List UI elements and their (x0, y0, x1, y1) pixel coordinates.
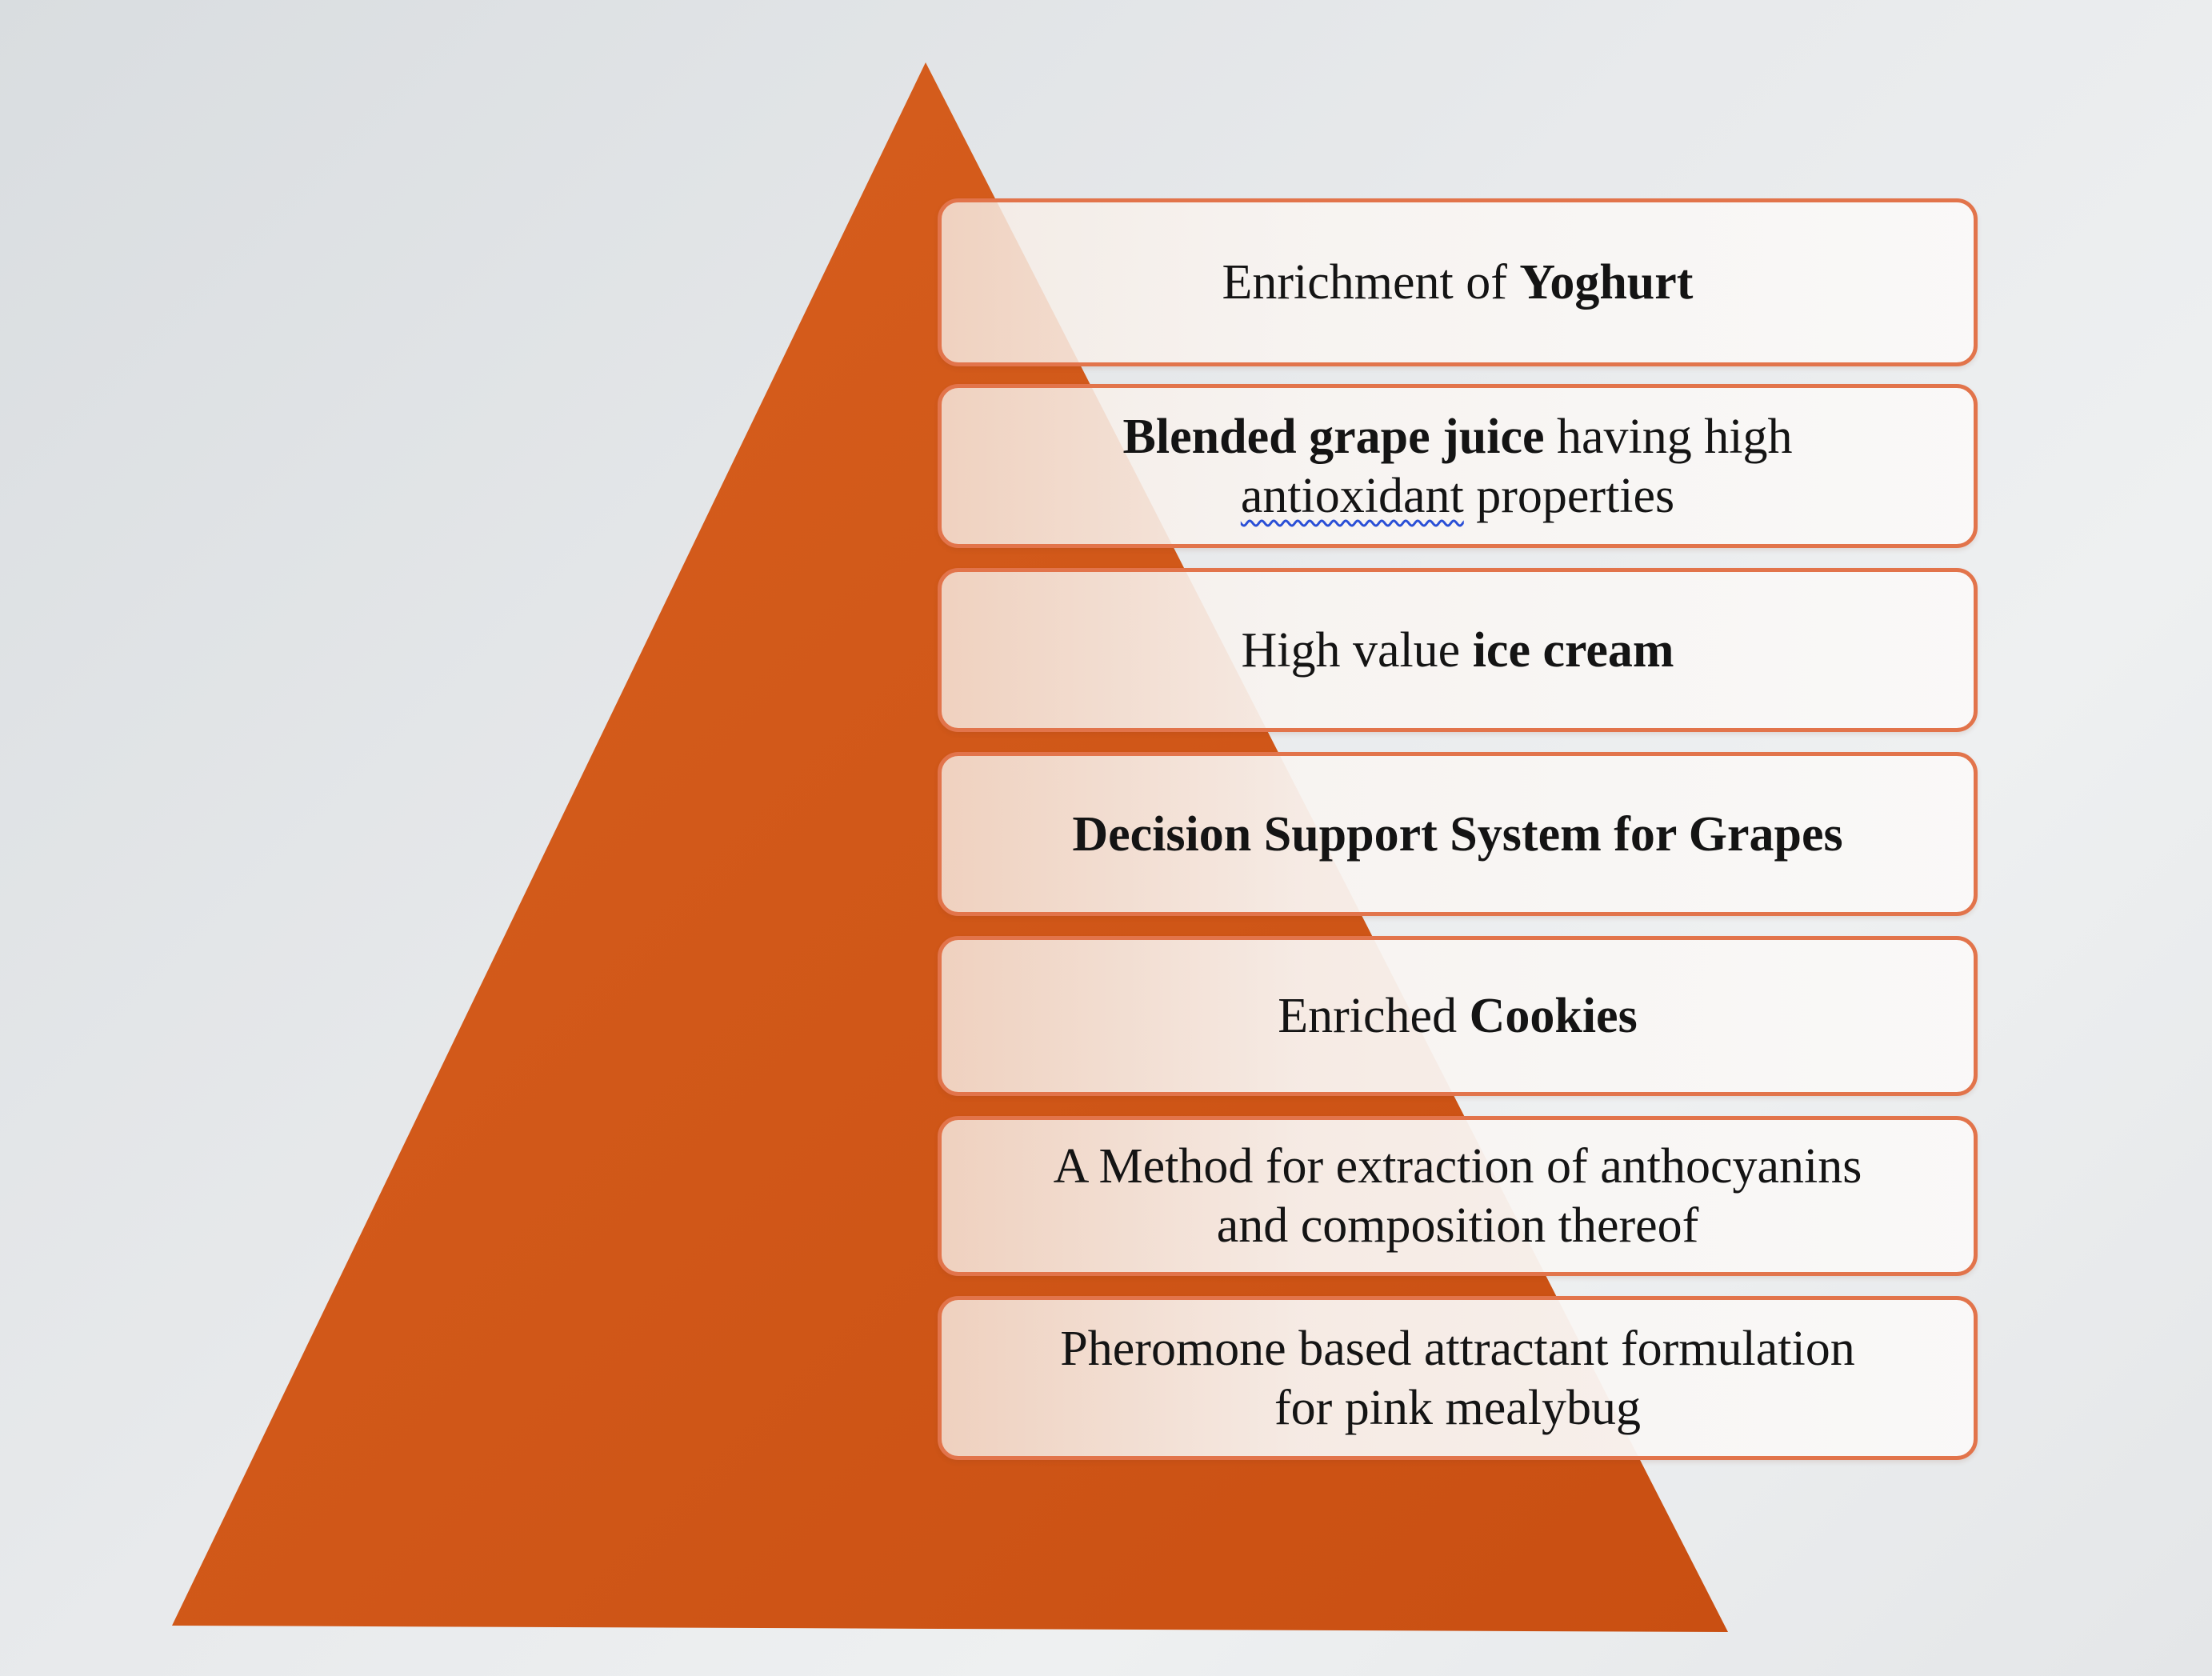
level-4-text-a: Decision Support System for Grapes (1072, 806, 1843, 862)
level-1-label: Enrichment of Yoghurt (1198, 253, 1718, 312)
pyramid-level-5: Enriched Cookies (938, 936, 1978, 1096)
level-2-text-b: having high (1544, 409, 1793, 464)
level-1-text-b: Yoghurt (1519, 255, 1694, 310)
level-2-text-d: properties (1463, 468, 1675, 523)
level-5-label: Enriched Cookies (1254, 986, 1661, 1046)
level-6-line-1: A Method for extraction of anthocyanins (1053, 1139, 1862, 1194)
level-7-line-2: for pink mealybug (1274, 1380, 1641, 1435)
level-2-label: Blended grape juice having high antioxid… (1099, 407, 1817, 526)
level-2-text-a: Blended grape juice (1122, 409, 1545, 464)
pyramid-level-1: Enrichment of Yoghurt (938, 198, 1978, 366)
pyramid-level-2: Blended grape juice having high antioxid… (938, 384, 1978, 548)
pyramid-level-7: Pheromone based attractant formulation f… (938, 1296, 1978, 1460)
level-4-label: Decision Support System for Grapes (1048, 805, 1866, 864)
level-3-label: High value ice cream (1217, 621, 1698, 680)
level-6-label: A Method for extraction of anthocyanins … (1030, 1137, 1886, 1255)
level-2-line-2: antioxidant properties (1123, 466, 1793, 526)
level-2-line-1: Blended grape juice having high (1123, 407, 1793, 466)
level-5-text-b: Cookies (1469, 989, 1638, 1043)
pyramid-level-3: High value ice cream (938, 568, 1978, 732)
level-5-text-a: Enriched (1278, 989, 1470, 1043)
pyramid-level-4: Decision Support System for Grapes (938, 752, 1978, 916)
level-6-line-2: and composition thereof (1216, 1198, 1699, 1253)
level-1-text-a: Enrichment of (1222, 255, 1520, 310)
pyramid-level-6: A Method for extraction of anthocyanins … (938, 1116, 1978, 1276)
level-7-label: Pheromone based attractant formulation f… (1036, 1319, 1878, 1438)
level-3-text-a: High value (1241, 622, 1473, 678)
level-7-line-1: Pheromone based attractant formulation (1060, 1321, 1855, 1376)
level-2-text-c: antioxidant (1240, 468, 1464, 523)
level-3-text-b: ice cream (1472, 622, 1674, 678)
